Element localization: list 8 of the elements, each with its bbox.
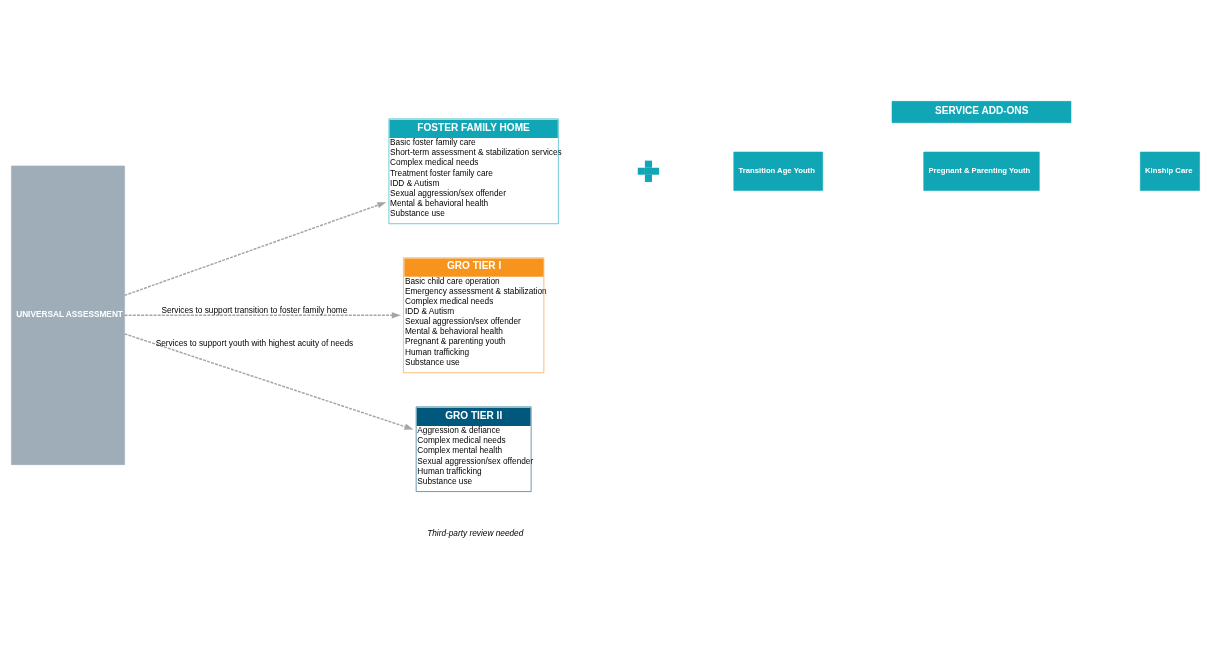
edge-label: Services to support transition to foster family home	[161, 304, 348, 315]
arrow	[123, 201, 387, 296]
label: Third-party review needed	[427, 527, 524, 538]
node-box: SERVICE ADD-ONS	[891, 100, 1072, 123]
edge-label: Services to support youth with highest acuity of needs	[155, 337, 354, 348]
arrow	[123, 332, 414, 430]
arrow	[123, 311, 401, 318]
node-box: UNIVERSAL ASSESSMENT	[11, 165, 125, 465]
